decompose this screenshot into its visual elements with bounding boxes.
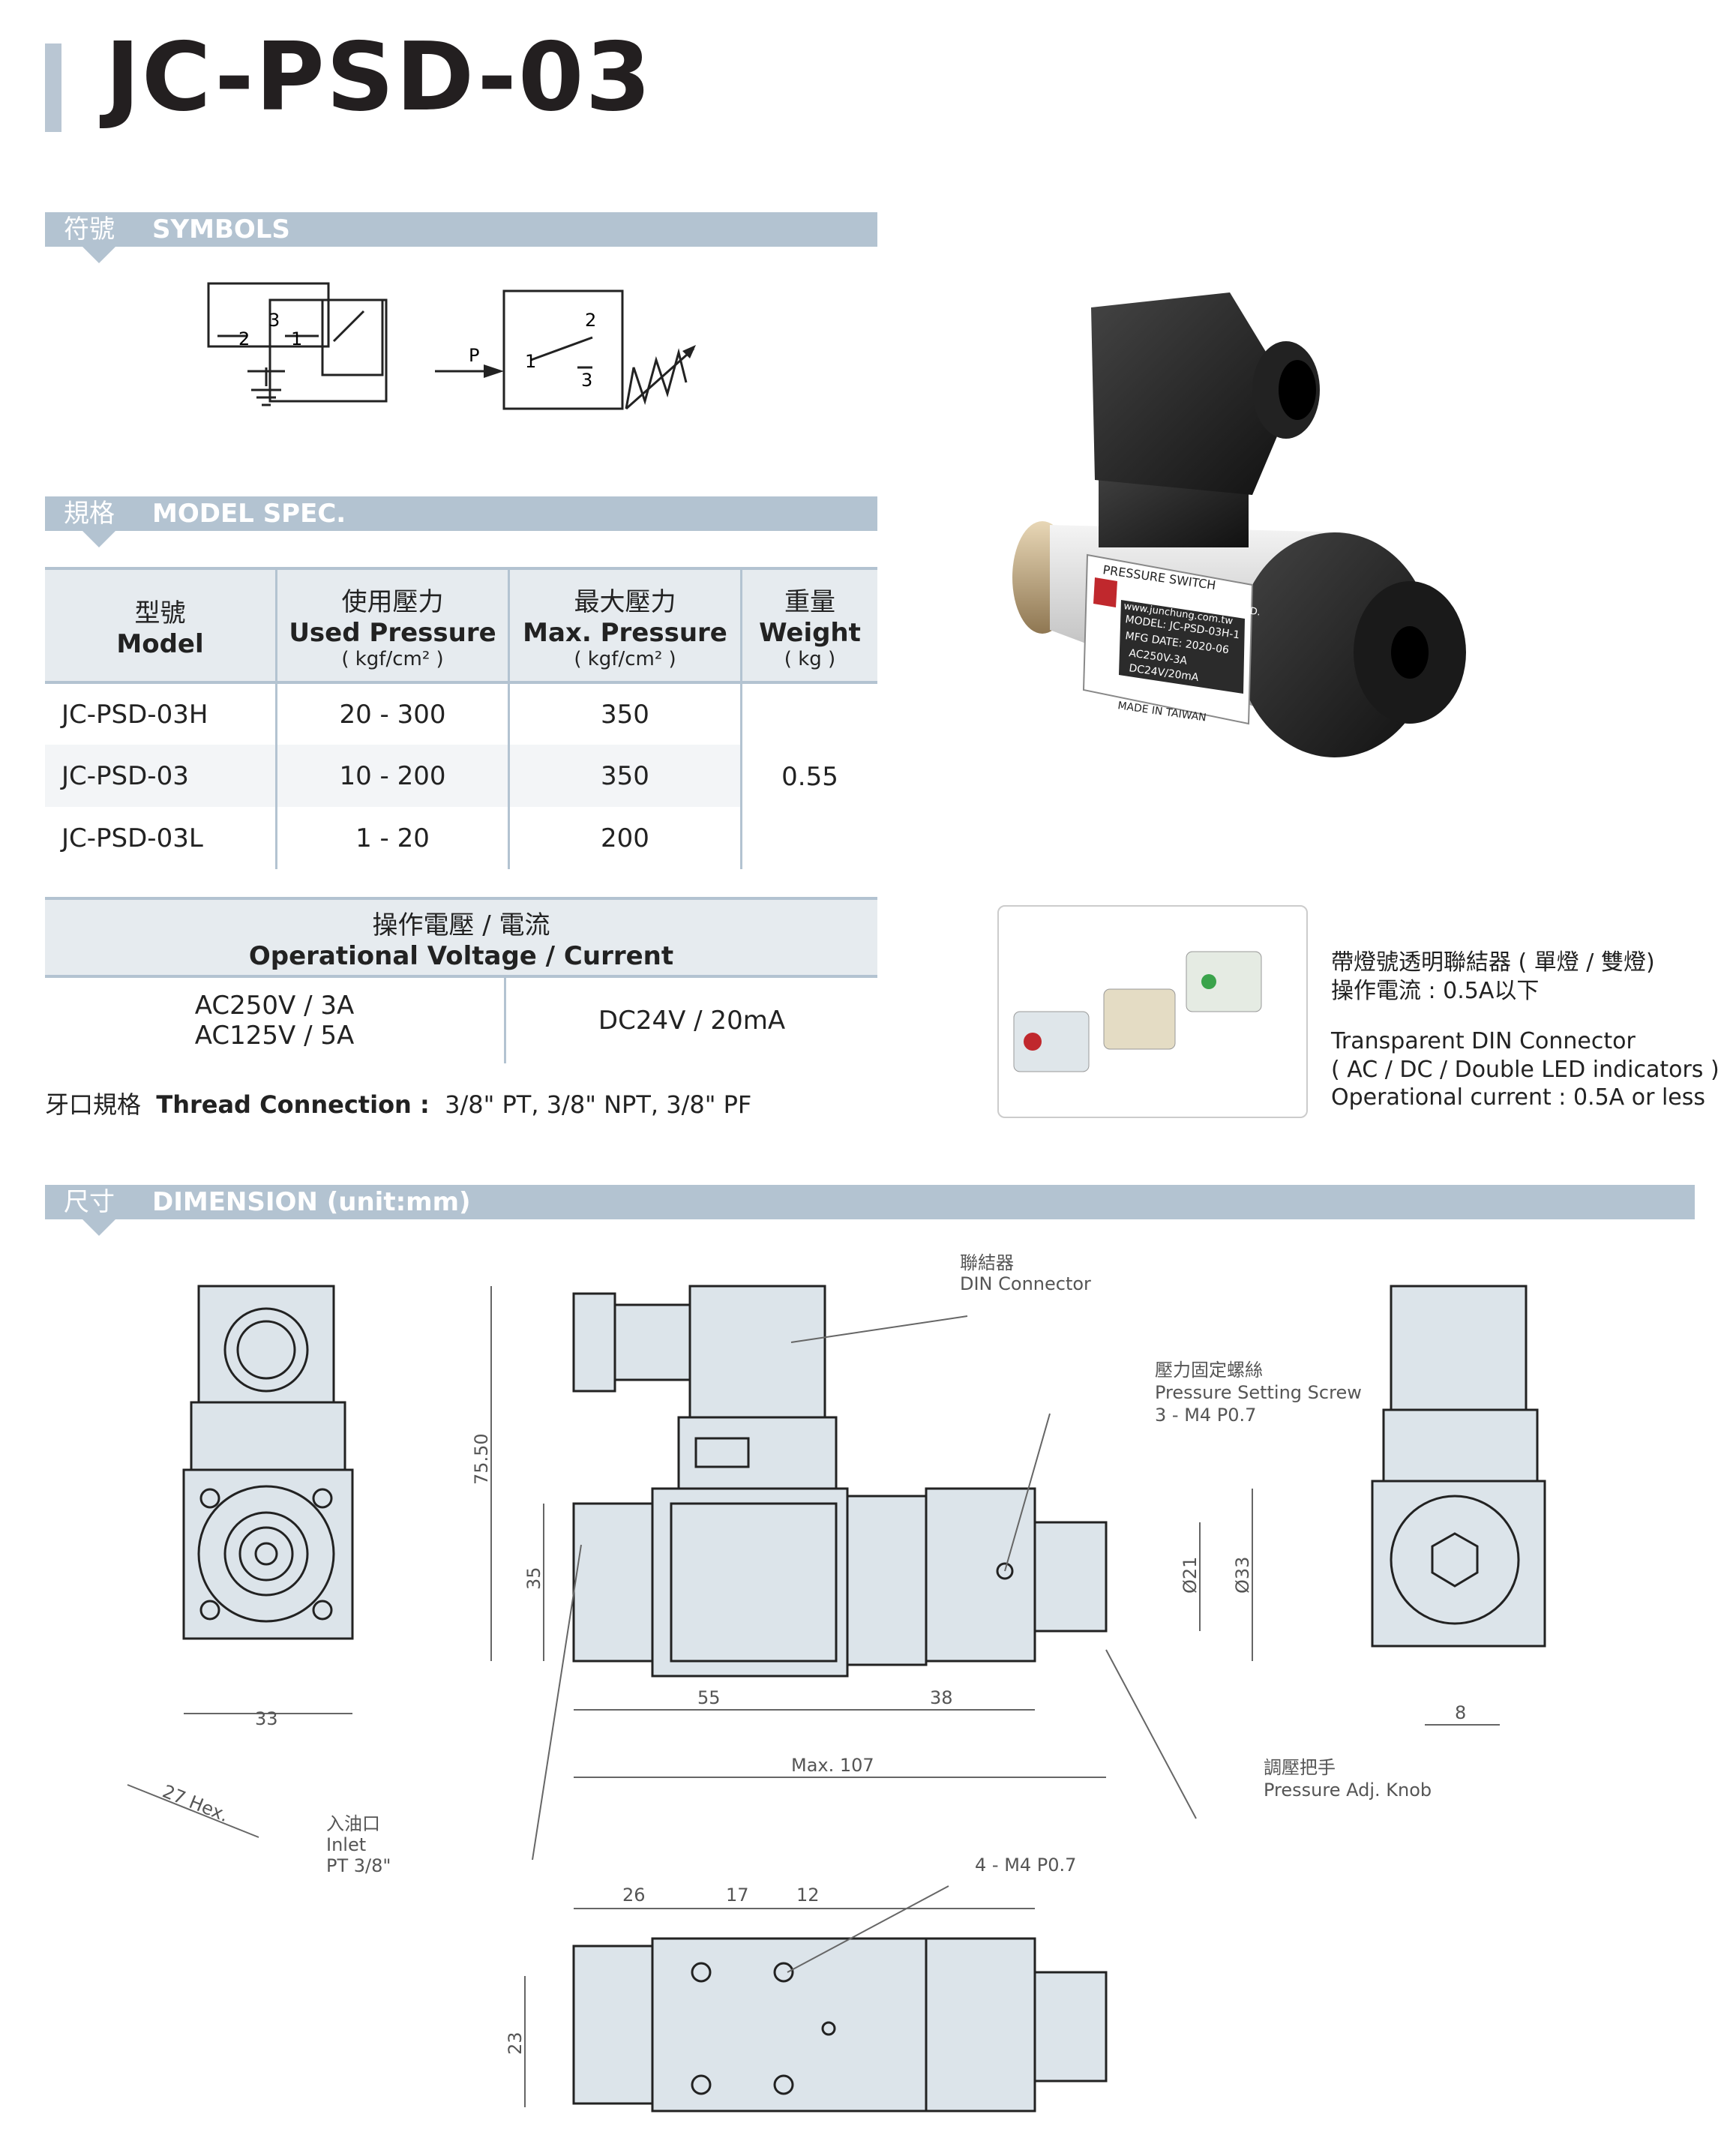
voltage-header: 操作電壓 / 電流 Operational Voltage / Current [248,910,674,971]
header-weight: 重量 Weight ( kg ) [740,568,877,682]
product-photo: PRESSURE SWITCH JUN CHUNG SHING CO., LTD… [1012,292,1466,757]
header-model: 型號 Model [116,598,204,659]
section-bar-symbols: 符號 SYMBOLS [45,212,877,247]
dim-38: 38 [930,1687,953,1708]
inlet-label-cn: 入油口 [326,1813,380,1834]
dim-33-width: 33 [255,1708,278,1729]
connector-photo [1013,951,1262,1072]
dimension-drawings: 聯結器 DIN Connector 壓力固定螺絲 Pressure Settin… [127,1252,1546,2113]
dim-55: 55 [697,1687,721,1708]
section-symbols-cn: 符號 [64,214,115,244]
table-row: JC-PSD-03 10 - 200 350 [45,745,877,807]
table-row: JC-PSD-03H 20 - 300 350 0.55 [45,682,877,869]
m4-label: 4 - M4 P0.7 [975,1855,1076,1876]
dim-dia-33: Ø33 [1232,1557,1253,1594]
connector-note: 帶燈號透明聯結器 ( 單燈 / 雙燈) 操作電流 : 0.5A以下 Transp… [1331,949,1720,1111]
spec-header-row: 型號 Model 使用壓力 Used Pressure ( kgf/cm² ) … [45,568,877,682]
symbol-switch-3: 3 [581,370,592,391]
symbol-terminal-2: 2 [238,328,250,349]
header-max-pressure: 最大壓力 Max. Pressure ( kgf/cm² ) [508,568,742,682]
screw-label-en: Pressure Setting Screw [1155,1382,1362,1403]
connector-photo-box [997,905,1308,1118]
dim-8: 8 [1455,1702,1466,1723]
section-spec-en: MODEL SPEC. [152,499,346,529]
electrical-symbols: 3 2 1 P 1 2 3 [207,282,696,410]
dc-voltage: DC24V / 20mA [504,976,877,1063]
knob-label-en: Pressure Adj. Knob [1264,1780,1432,1801]
din-label-cn: 聯結器 [960,1252,1014,1273]
dim-23: 23 [505,2032,526,2055]
ac-voltage: AC250V / 3A AC125V / 5A [194,991,355,1051]
section-pointer [82,1219,115,1236]
voltage-table: 操作電壓 / 電流 Operational Voltage / Current … [45,897,877,1063]
weight-value: 0.55 [740,682,877,869]
dim-17: 17 [726,1885,749,1906]
screw-label-cn: 壓力固定螺絲 [1155,1360,1263,1381]
symbol-p-label: P [469,345,479,366]
inlet-label-spec: PT 3/8" [326,1855,391,1876]
header-used-pressure: 使用壓力 Used Pressure ( kgf/cm² ) [275,568,509,682]
inlet-label-en: Inlet [326,1834,366,1855]
symbol-switch-1: 1 [525,351,536,372]
knob-label-cn: 調壓把手 [1264,1757,1336,1778]
dim-max-107: Max. 107 [791,1755,874,1776]
section-pointer [82,247,115,263]
section-dimension-cn: 尺寸 [64,1187,115,1217]
dim-75-50: 75.50 [471,1433,492,1485]
dim-26: 26 [622,1885,646,1906]
screw-label-spec: 3 - M4 P0.7 [1155,1405,1256,1426]
section-pointer [82,531,115,547]
page-title: JC-PSD-03 [105,22,653,132]
dim-12: 12 [796,1885,820,1906]
symbol-switch-2: 2 [585,310,596,331]
section-bar-model-spec: 規格 MODEL SPEC. [45,496,877,531]
symbol-terminal-1: 1 [291,328,302,349]
dim-35: 35 [523,1567,544,1590]
din-label-en: DIN Connector [960,1273,1091,1294]
section-bar-dimension: 尺寸 DIMENSION (unit:mm) [45,1185,1695,1219]
section-symbols-en: SYMBOLS [152,214,290,244]
hex-dimension: 27 Hex. [160,1781,232,1827]
dim-dia-21: Ø21 [1180,1557,1201,1594]
symbol-terminal-3: 3 [268,310,280,331]
thread-connection: 牙口規格 Thread Connection : 3/8" PT, 3/8" N… [45,1090,752,1119]
model-spec-table: 型號 Model 使用壓力 Used Pressure ( kgf/cm² ) … [45,567,877,869]
section-spec-cn: 規格 [64,499,115,529]
title-accent-bar [45,43,61,132]
section-dimension-en: DIMENSION (unit:mm) [152,1187,471,1217]
table-row: JC-PSD-03L 1 - 20 200 [45,807,877,869]
